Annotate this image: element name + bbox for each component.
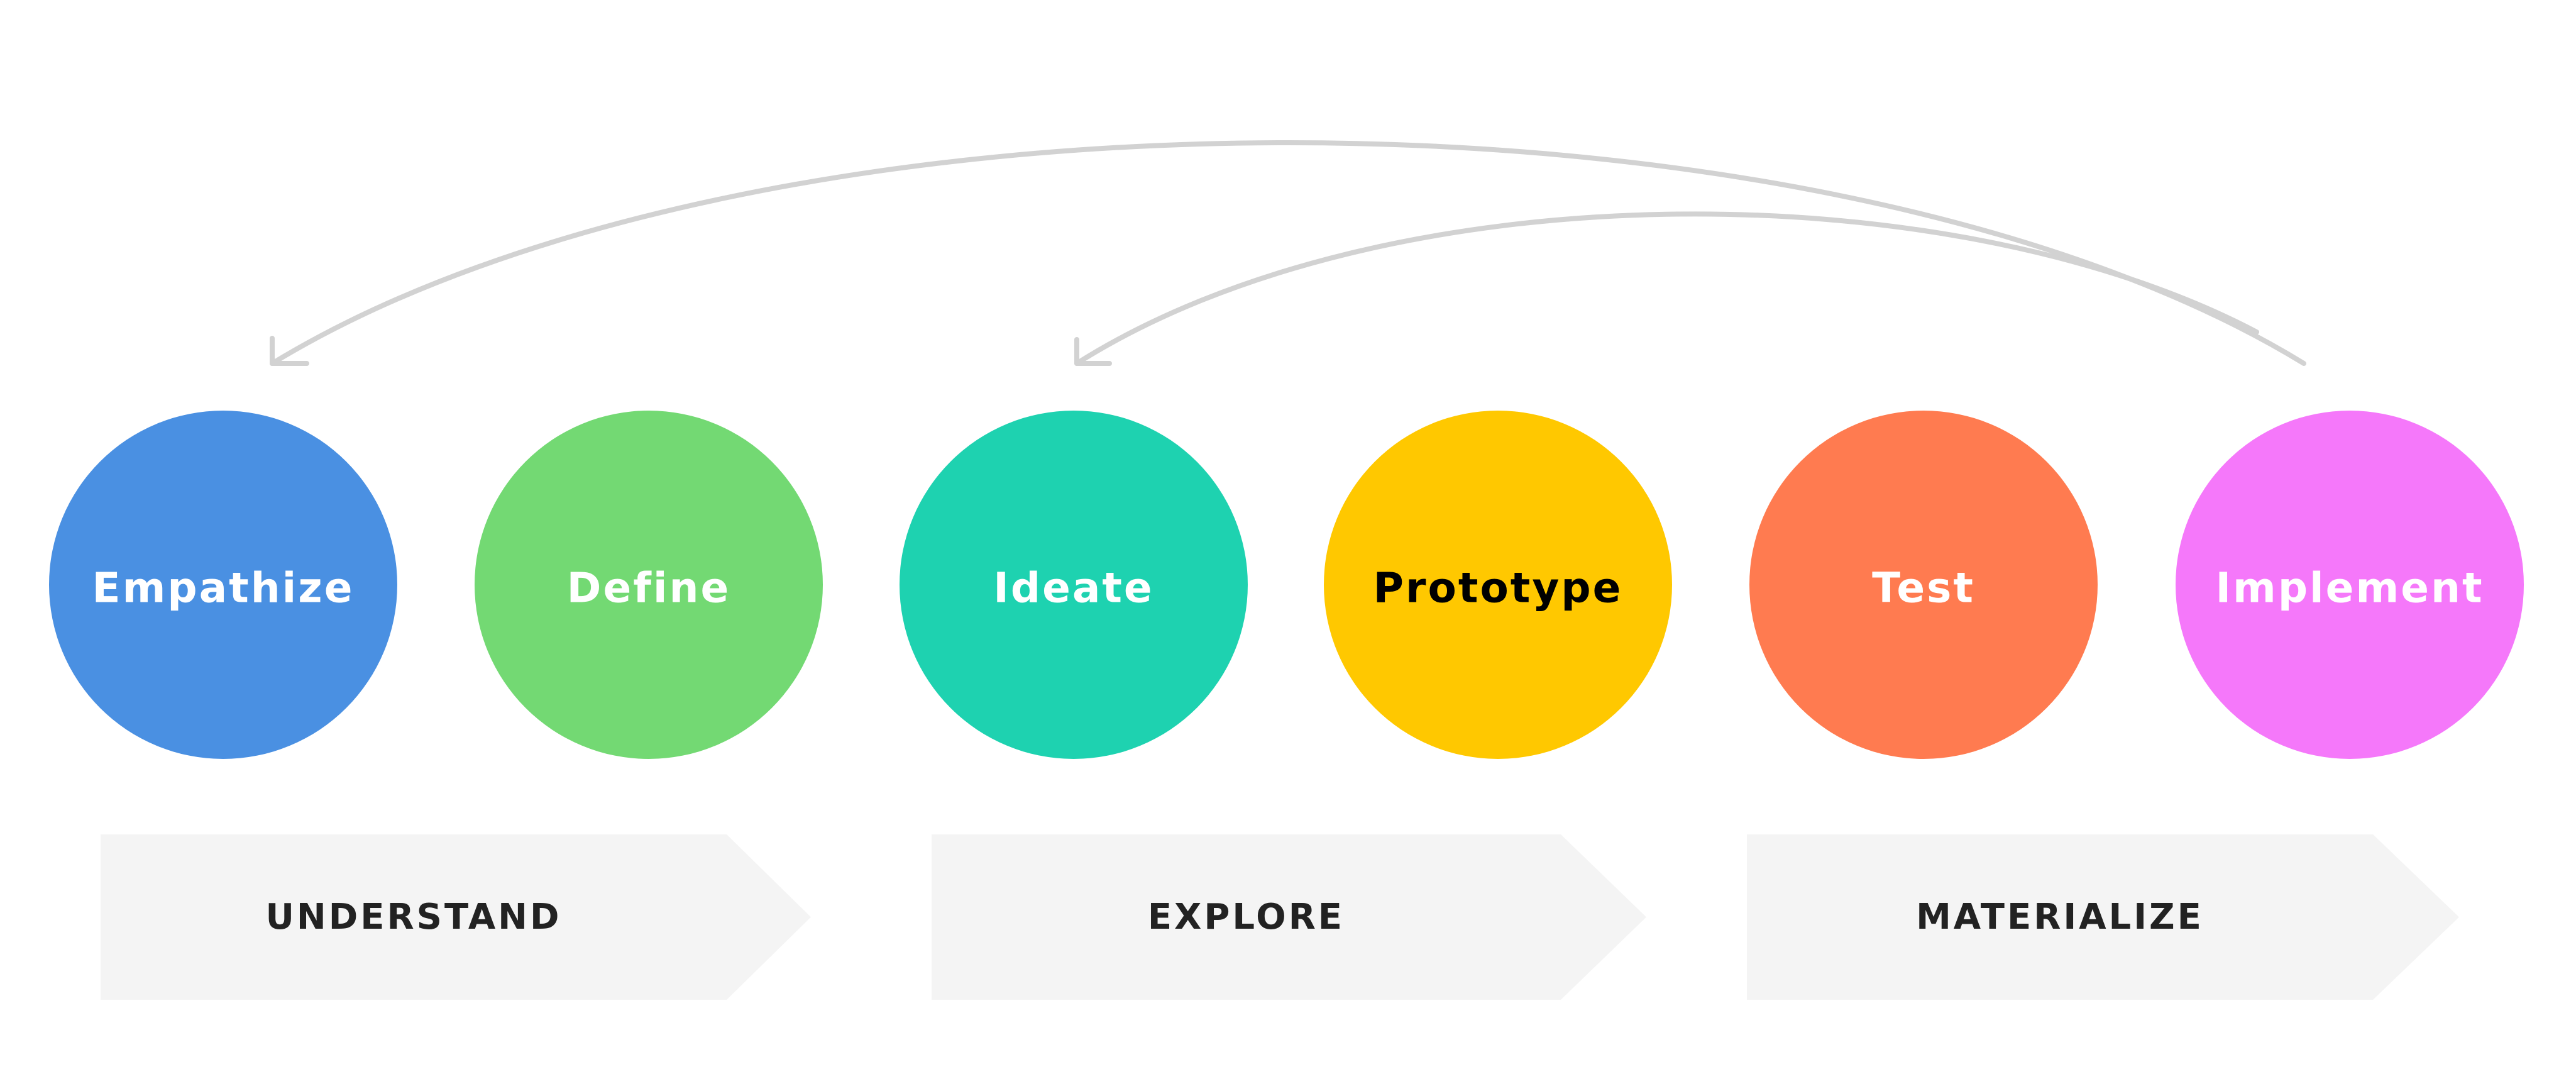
stage-prototype: Prototype	[1324, 411, 1672, 759]
stage-circle	[2176, 411, 2524, 759]
phase-understand: UNDERSTAND	[101, 834, 811, 1000]
phase-label: EXPLORE	[1148, 897, 1345, 938]
feedback-arc	[270, 140, 2306, 366]
phase-chevron	[932, 834, 1646, 1000]
stage-label: Test	[1872, 564, 1975, 612]
arrowhead-icon	[1074, 337, 1112, 366]
feedback-arrow-to-ideate	[1074, 211, 2259, 366]
stage-empathize: Empathize	[49, 411, 397, 759]
phase-explore: EXPLORE	[932, 834, 1646, 1000]
feedback-arrow-to-empathize	[270, 140, 2306, 366]
stage-label: Empathize	[92, 564, 355, 612]
phase-materialize: MATERIALIZE	[1747, 834, 2459, 1000]
stage-circle	[49, 411, 397, 759]
phase-chevron	[1747, 834, 2459, 1000]
feedback-arc	[1074, 211, 2259, 366]
stage-define: Define	[475, 411, 823, 759]
arrowhead-icon	[270, 336, 309, 366]
stage-circle	[1749, 411, 2098, 759]
stage-label: Ideate	[993, 564, 1153, 612]
phase-chevron	[101, 834, 811, 1000]
phase-label: MATERIALIZE	[1916, 897, 2204, 938]
stage-label: Prototype	[1373, 564, 1623, 612]
stage-implement: Implement	[2176, 411, 2524, 759]
stage-ideate: Ideate	[900, 411, 1248, 759]
stage-circle	[475, 411, 823, 759]
phase-label: UNDERSTAND	[265, 897, 561, 938]
stage-circle	[1324, 411, 1672, 759]
stage-circle	[900, 411, 1248, 759]
stage-test: Test	[1749, 411, 2098, 759]
stage-label: Implement	[2215, 564, 2484, 612]
stage-label: Define	[567, 564, 731, 612]
